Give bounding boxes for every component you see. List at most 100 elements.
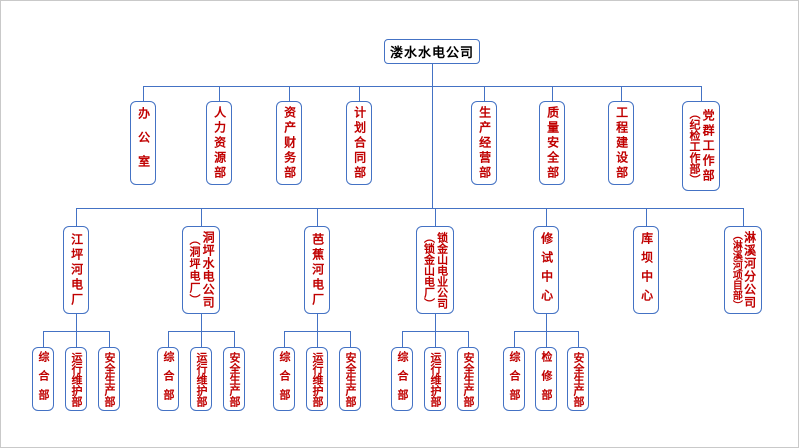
org-node-production-operation-dept: 生产经营部 <box>471 101 497 185</box>
connector-stub <box>289 86 290 101</box>
node-label: 库坝中心 <box>639 232 654 308</box>
connector-stub <box>621 86 622 101</box>
org-node-reservoir-dam-center: 库坝中心 <box>633 226 659 314</box>
node-label: 检修部 <box>540 350 554 408</box>
connector-stub <box>435 331 436 347</box>
org-node-linxihe-branch: 淋溪河分公司 （淋溪河项目部） <box>724 226 762 314</box>
node-label: 洞坪水电公司 <box>201 231 216 309</box>
node-label: 党群工作部 <box>701 108 716 184</box>
node-label: 综合部 <box>37 350 51 408</box>
node-label: 运行维护部 <box>195 351 209 407</box>
org-node-finance-dept: 资产财务部 <box>276 101 302 185</box>
node-label: 运行维护部 <box>429 351 443 407</box>
org-node-suojinshan-general-dept: 综合部 <box>391 347 413 411</box>
org-node-suojinshan-safety-production-dept: 安全生产部 <box>457 347 479 411</box>
org-node-office: 办公室 <box>130 101 156 185</box>
connector-stub <box>284 331 285 347</box>
connector-stub <box>219 86 220 101</box>
node-label: 安全生产部 <box>103 351 117 407</box>
node-label: 办公室 <box>136 107 151 179</box>
node-label: 运行维护部 <box>311 351 325 407</box>
node-label: 综合部 <box>278 350 292 408</box>
node-label: 芭蕉河电厂 <box>310 232 325 308</box>
node-label: 综合部 <box>396 350 410 408</box>
node-label: 质量安全部 <box>545 105 560 181</box>
connector-stub <box>109 331 110 347</box>
node-label: 安全生产部 <box>572 351 586 407</box>
org-node-dongping-safety-production-dept: 安全生产部 <box>223 347 245 411</box>
node-label: 锁金山电业公司 <box>435 231 449 309</box>
connector-level2-bus <box>143 86 702 87</box>
connector-stub <box>143 86 144 101</box>
connector-stub <box>43 331 44 347</box>
connector-stub <box>168 331 169 347</box>
connector-stub <box>546 314 547 331</box>
node-label: 人力资源部 <box>212 105 227 181</box>
org-node-quality-safety-dept: 质量安全部 <box>539 101 565 185</box>
org-node-bajiaohe-safety-production-dept: 安全生产部 <box>339 347 361 411</box>
connector-level3-bus <box>76 208 744 209</box>
org-node-dongping-general-dept: 综合部 <box>157 347 179 411</box>
org-node-party-masses-dept: 党群工作部 （纪检工作部） <box>682 101 720 191</box>
connector-stub <box>76 314 77 331</box>
connector-stub <box>402 331 403 347</box>
connector-stub <box>546 208 547 226</box>
connector-stub <box>350 331 351 347</box>
node-label: 工程建设部 <box>614 105 629 181</box>
connector-stub <box>484 86 485 101</box>
org-node-suojinshan-operation-maintenance-dept: 运行维护部 <box>424 347 446 411</box>
org-node-jiangpinghe-operation-maintenance-dept: 运行维护部 <box>65 347 87 411</box>
org-node-jiangpinghe-general-dept: 综合部 <box>32 347 54 411</box>
org-node-repair-test-general-dept: 综合部 <box>503 347 525 411</box>
org-node-bajiaohe-general-dept: 综合部 <box>273 347 295 411</box>
org-node-planning-contract-dept: 计划合同部 <box>346 101 372 185</box>
org-node-repair-test-maintenance-dept: 检修部 <box>535 347 557 411</box>
connector-stub <box>743 208 744 226</box>
connector-stub <box>646 208 647 226</box>
node-label: 运行维护部 <box>70 351 84 407</box>
org-node-repair-test-center: 修试中心 <box>533 226 559 314</box>
connector-stub <box>701 86 702 101</box>
node-sublabel: （淋溪河项目部） <box>730 230 742 310</box>
connector-stub <box>435 208 436 226</box>
connector-stub <box>546 331 547 347</box>
connector-stub <box>317 331 318 347</box>
connector-stub <box>317 314 318 331</box>
org-node-engineering-construction-dept: 工程建设部 <box>608 101 634 185</box>
org-node-dongping-operation-maintenance-dept: 运行维护部 <box>190 347 212 411</box>
connector-stub <box>76 331 77 347</box>
node-sublabel: （纪检工作部） <box>687 107 701 185</box>
node-label: 计划合同部 <box>352 105 367 181</box>
node-label: 资产财务部 <box>282 105 297 181</box>
org-node-jiangpinghe-safety-production-dept: 安全生产部 <box>98 347 120 411</box>
node-label: 综合部 <box>162 350 176 408</box>
org-node-repair-test-safety-production-dept: 安全生产部 <box>567 347 589 411</box>
node-sublabel: （洞坪电厂） <box>187 234 201 306</box>
org-node-hr-dept: 人力资源部 <box>206 101 232 185</box>
connector-stub <box>317 208 318 226</box>
connector-stub <box>201 208 202 226</box>
node-label: 安全生产部 <box>462 351 476 407</box>
node-label: 安全生产部 <box>344 351 358 407</box>
connector-stub <box>578 331 579 347</box>
node-label: 淋溪河分公司 <box>742 231 757 309</box>
org-node-jiangpinghe-plant: 江坪河电厂 <box>63 226 89 314</box>
org-node-suojinshan-electric-company: 锁金山电业公司 （锁金山电厂） <box>416 226 454 314</box>
connector-stub <box>76 208 77 226</box>
org-node-bajiaohe-plant: 芭蕉河电厂 <box>304 226 330 314</box>
connector-stub <box>234 331 235 347</box>
connector-stub <box>468 331 469 347</box>
connector-stub <box>435 314 436 331</box>
connector-stub <box>359 86 360 101</box>
node-label: 综合部 <box>508 350 522 408</box>
connector-stub <box>514 331 515 347</box>
node-sublabel: （锁金山电厂） <box>422 231 436 309</box>
node-label: 生产经营部 <box>477 105 492 181</box>
node-label: 修试中心 <box>539 232 554 308</box>
org-node-dongping-hydro-company: 洞坪水电公司 （洞坪电厂） <box>182 226 220 314</box>
org-node-root: 溇水水电公司 <box>384 39 480 64</box>
org-node-bajiaohe-operation-maintenance-dept: 运行维护部 <box>306 347 328 411</box>
connector-stub <box>552 86 553 101</box>
node-label: 江坪河电厂 <box>69 232 84 308</box>
